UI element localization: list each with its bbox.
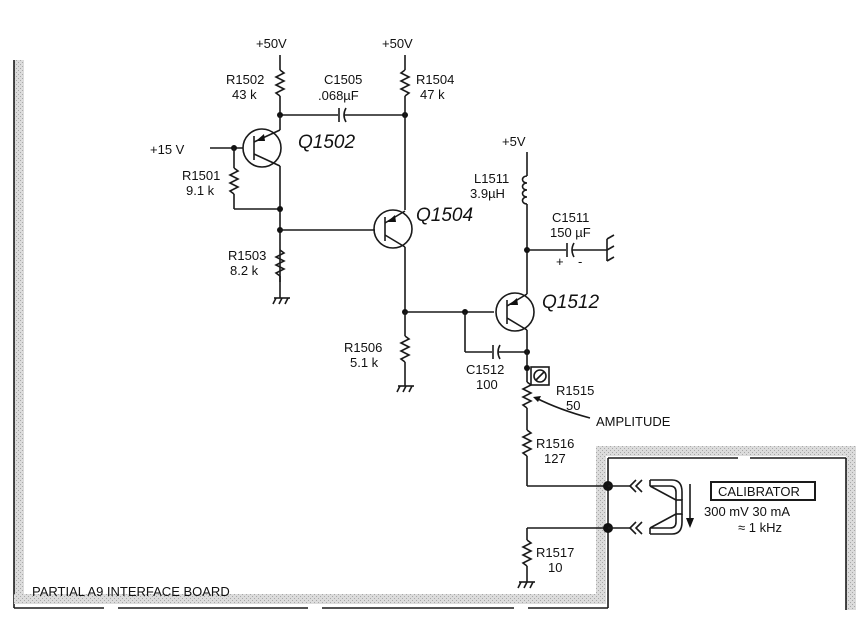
r1501-ref: R1501 bbox=[182, 168, 220, 183]
potentiometer-r1515[interactable] bbox=[521, 381, 533, 409]
r1504-value: 47 k bbox=[420, 87, 445, 102]
c1511-value: 150 µF bbox=[550, 225, 591, 240]
resistor-r1506 bbox=[399, 335, 411, 363]
inductor-l1511 bbox=[521, 175, 528, 205]
q1512-label: Q1512 bbox=[542, 292, 599, 313]
calibrator-connector-bottom[interactable] bbox=[608, 521, 643, 535]
resistor-r1517 bbox=[521, 539, 533, 567]
transistor-q1502 bbox=[242, 128, 282, 168]
l1511-value: 3.9µH bbox=[470, 186, 505, 201]
supply-50v-right: +50V bbox=[382, 36, 413, 51]
ground-icon bbox=[517, 581, 535, 589]
supply-15v: +15 V bbox=[150, 142, 185, 157]
calibrator-frequency: ≈ 1 kHz bbox=[738, 520, 782, 535]
c1512-value: 100 bbox=[476, 377, 498, 392]
board-title: PARTIAL A9 INTERFACE BOARD bbox=[32, 584, 230, 599]
resistor-r1502 bbox=[274, 69, 286, 97]
ground-icon bbox=[272, 297, 290, 305]
r1515-ref: R1515 bbox=[556, 383, 594, 398]
r1502-ref: R1502 bbox=[226, 72, 264, 87]
transistor-q1512 bbox=[495, 292, 535, 332]
c1505-ref: C1505 bbox=[324, 72, 362, 87]
r1506-ref: R1506 bbox=[344, 340, 382, 355]
l1511-ref: L1511 bbox=[474, 171, 509, 186]
supply-50v-left: +50V bbox=[256, 36, 287, 51]
r1506-value: 5.1 k bbox=[350, 355, 379, 370]
board-boundary bbox=[13, 60, 856, 610]
c1511-minus: - bbox=[578, 254, 582, 269]
r1503-ref: R1503 bbox=[228, 248, 266, 263]
calibrator-label-box bbox=[710, 481, 816, 501]
r1504-ref: R1504 bbox=[416, 72, 454, 87]
c1511-ref: C1511 bbox=[552, 210, 589, 225]
r1516-ref: R1516 bbox=[536, 436, 574, 451]
r1517-ref: R1517 bbox=[536, 545, 574, 560]
r1517-value: 10 bbox=[548, 560, 562, 575]
resistor-r1501 bbox=[228, 167, 240, 195]
r1501-value: 9.1 k bbox=[186, 183, 215, 198]
calibrator-label: CALIBRATOR bbox=[718, 484, 800, 499]
chassis-ground-icon bbox=[606, 234, 615, 262]
r1503-value: 8.2 k bbox=[230, 263, 259, 278]
jumper-cable-icon bbox=[649, 479, 683, 535]
amplitude-label: AMPLITUDE bbox=[596, 414, 671, 429]
r1515-value: 50 bbox=[566, 398, 580, 413]
resistor-r1503 bbox=[274, 249, 286, 277]
resistor-r1504 bbox=[399, 69, 411, 97]
calibrator-spec: 300 mV 30 mA bbox=[704, 504, 790, 519]
q1504-label: Q1504 bbox=[416, 205, 473, 226]
transistor-q1504 bbox=[373, 209, 413, 249]
c1505-value: .068µF bbox=[318, 88, 359, 103]
r1516-value: 127 bbox=[544, 451, 566, 466]
down-arrow-icon bbox=[686, 484, 694, 528]
q1502-label: Q1502 bbox=[298, 132, 355, 153]
ground-icon bbox=[396, 385, 414, 393]
r1502-value: 43 k bbox=[232, 87, 257, 102]
c1512-ref: C1512 bbox=[466, 362, 504, 377]
supply-5v: +5V bbox=[502, 134, 526, 149]
trimmer-adjust-icon[interactable] bbox=[530, 366, 550, 386]
resistor-r1516 bbox=[521, 429, 533, 457]
calibrator-connector-top[interactable] bbox=[608, 479, 643, 493]
c1511-plus: + bbox=[556, 254, 564, 269]
